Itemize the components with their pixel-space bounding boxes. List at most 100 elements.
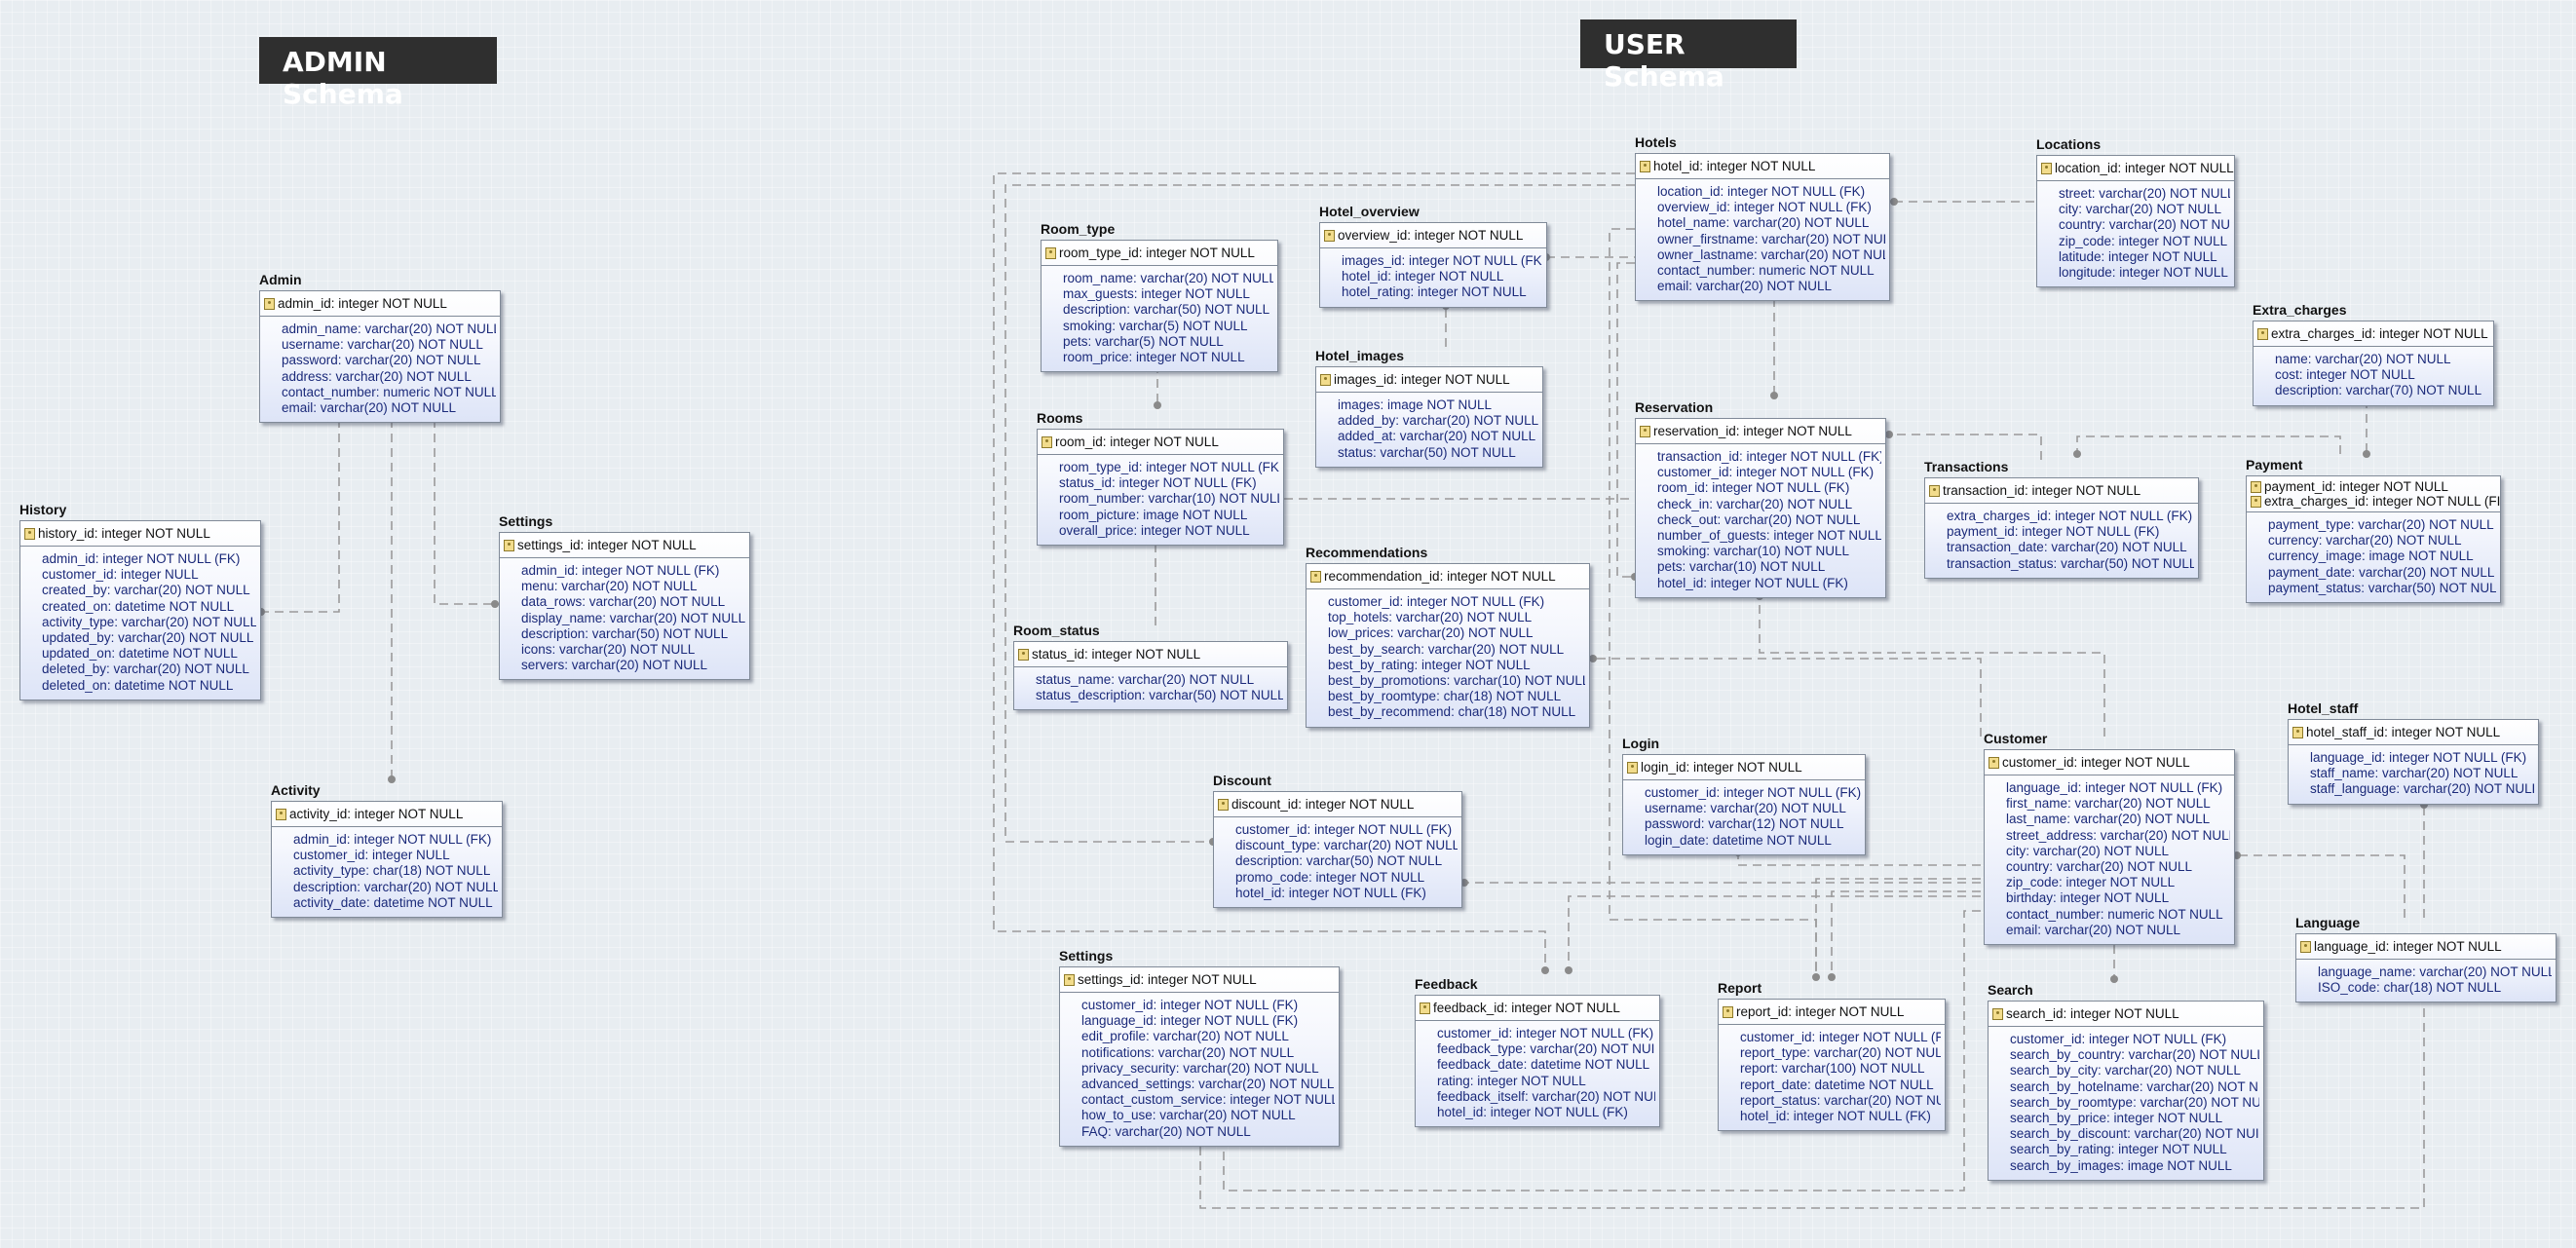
- rel-customer-login: [1737, 852, 1981, 866]
- column-row: feedback_type: varchar(20) NOT NUI: [1437, 1041, 1655, 1057]
- entity-table[interactable]: feedback_id: integer NOT NULL customer_id…: [1415, 995, 1660, 1128]
- primary-key-row: admin_id: integer NOT NULL: [260, 291, 500, 317]
- column-list: admin_id: integer NOT NULL (FK)customer_…: [272, 827, 502, 917]
- column-row: advanced_settings: varchar(20) NOT NULL: [1081, 1077, 1335, 1092]
- primary-key-row: location_id: integer NOT NULL: [2037, 156, 2234, 181]
- key-icon: [1723, 1005, 1733, 1018]
- column-row: number_of_guests: integer NOT NULL: [1657, 528, 1881, 544]
- rel-language-customer: [2237, 854, 2406, 918]
- column-row: customer_id: integer NOT NULL (FI: [1740, 1030, 1941, 1044]
- column-list: customer_id: integer NOT NULL (FK)search…: [1989, 1027, 2263, 1180]
- column-row: rating: integer NOT NULL: [1437, 1073, 1586, 1088]
- column-row: smoking: varchar(5) NOT NULL: [1063, 318, 1248, 333]
- column-row: description: varchar(20) NOT NULL: [293, 879, 498, 894]
- primary-key-text: discount_id: integer NOT NULL: [1231, 797, 1415, 812]
- column-row: FAQ: varchar(20) NOT NULL: [1081, 1123, 1251, 1139]
- entity-reservation-14[interactable]: Reservation reservation_id: integer NOT N…: [1635, 399, 1886, 598]
- column-row: language_id: integer NOT NULL (FK): [2006, 780, 2223, 795]
- entity-title: Activity: [271, 782, 321, 798]
- column-row: customer_id: integer NULL: [293, 848, 450, 863]
- column-row: street_address: varchar(20) NOT NULL: [2006, 827, 2230, 843]
- column-row: country: varchar(20) NOT NUL: [2059, 217, 2230, 233]
- key-icon: [1018, 648, 1029, 661]
- column-row: hotel_id: integer NOT NULL (FK): [1657, 575, 1848, 590]
- column-row: deleted_on: datetime NOT NULL: [42, 677, 234, 693]
- primary-key-row: customer_id: integer NOT NULL: [1985, 750, 2234, 775]
- primary-key-text: feedback_id: integer NOT NULL: [1433, 1001, 1620, 1015]
- column-row: updated_on: datetime NOT NULL: [42, 646, 238, 662]
- entity-title: Reservation: [1635, 399, 1714, 415]
- column-row: contact_number: numeric NOT NULL: [2006, 906, 2223, 922]
- entity-title: Report: [1718, 980, 1762, 996]
- column-row: added_at: varchar(20) NOT NULL: [1338, 429, 1536, 444]
- primary-key-text: extra_charges_id: integer NOT NULL: [2271, 326, 2488, 341]
- entity-title: Login: [1622, 736, 1660, 751]
- column-row: password: varchar(20) NOT NULL: [282, 353, 481, 368]
- key-icon: [1929, 484, 1940, 497]
- column-row: customer_id: integer NOT NULL (FK): [1437, 1026, 1654, 1040]
- rel-hotels-discount: [1004, 184, 1635, 843]
- column-row: search_by_rating: integer NOT NULL: [2010, 1142, 2227, 1157]
- column-row: currency: varchar(20) NOT NULL: [2268, 533, 2462, 548]
- column-row: customer_id: integer NOT NULL (FK): [1657, 465, 1875, 480]
- rel-hotels-report: [1609, 228, 1817, 977]
- column-row: login_date: datetime NOT NULL: [1645, 832, 1832, 848]
- rel-customer-reservation: [1759, 594, 2105, 737]
- column-row: privacy_security: varchar(20) NOT NULL: [1081, 1060, 1319, 1076]
- primary-key-row: settings_id: integer NOT NULL: [500, 533, 749, 558]
- column-row: hotel_name: varchar(20) NOT NULL: [1657, 215, 1870, 231]
- entity-table[interactable]: customer_id: integer NOT NULL language_id…: [1984, 749, 2235, 946]
- entity-title: Language: [2295, 915, 2361, 930]
